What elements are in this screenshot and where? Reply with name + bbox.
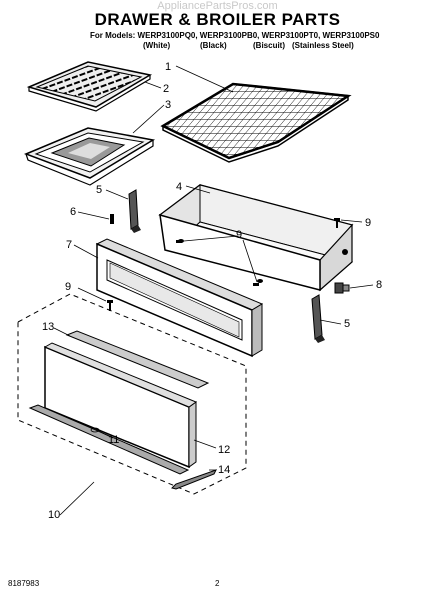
top-trim-strip bbox=[65, 330, 210, 389]
clip bbox=[334, 282, 350, 294]
callout-9-left: 9 bbox=[65, 281, 71, 293]
callout-7: 7 bbox=[66, 239, 72, 251]
drawer-slide-upper bbox=[128, 189, 141, 233]
callout-14: 14 bbox=[218, 464, 230, 476]
drawer-slide-lower bbox=[311, 294, 325, 343]
part-number: 8187983 bbox=[8, 579, 40, 588]
callout-12: 12 bbox=[218, 444, 230, 456]
finish-black: (Black) bbox=[200, 41, 227, 50]
broiler-grid bbox=[26, 61, 153, 112]
finish-biscuit: (Biscuit) bbox=[253, 41, 285, 50]
screw-9-left bbox=[107, 300, 113, 311]
callout-5-upper: 5 bbox=[96, 184, 102, 196]
callout-8: 8 bbox=[376, 279, 382, 291]
finish-stainless-steel: (Stainless Steel) bbox=[292, 41, 354, 50]
screw-9-right bbox=[334, 218, 340, 228]
callout-1: 1 bbox=[165, 61, 171, 73]
screw-9-lower bbox=[253, 283, 259, 286]
finish-white: (White) bbox=[143, 41, 171, 50]
callout-2: 2 bbox=[163, 83, 169, 95]
kick-panel-assembly-outline bbox=[17, 293, 247, 495]
callout-9-center: 9 bbox=[236, 229, 242, 241]
oven-rack bbox=[160, 82, 352, 163]
stud bbox=[110, 214, 114, 224]
leader-lines bbox=[53, 65, 374, 516]
screw-9-center bbox=[176, 240, 182, 243]
callout-9-right: 9 bbox=[365, 217, 371, 229]
callout-11: 11 bbox=[108, 434, 119, 446]
page-title: DRAWER & BROILER PARTS bbox=[94, 10, 341, 29]
callout-6: 6 bbox=[70, 206, 76, 218]
callout-5-lower: 5 bbox=[344, 318, 350, 330]
callout-numbers: 1 2 3 5 4 6 9 9 7 8 9 5 13 11 12 14 10 bbox=[42, 61, 382, 521]
callout-3: 3 bbox=[165, 99, 171, 111]
lower-strip bbox=[171, 469, 217, 490]
callout-13: 13 bbox=[42, 321, 54, 333]
drawer-front-panel bbox=[95, 238, 264, 358]
callout-4: 4 bbox=[176, 181, 182, 193]
watermark: AppliancePartsPros.com bbox=[157, 0, 278, 12]
kick-panel bbox=[43, 342, 198, 469]
models-line: For Models: WERP3100PQ0, WERP3100PB0, WE… bbox=[90, 31, 380, 40]
bottom-trim bbox=[28, 404, 190, 475]
page-number: 2 bbox=[215, 579, 220, 588]
callout-10: 10 bbox=[48, 509, 60, 521]
broiler-pan bbox=[23, 127, 156, 186]
drawer-body bbox=[158, 184, 354, 292]
